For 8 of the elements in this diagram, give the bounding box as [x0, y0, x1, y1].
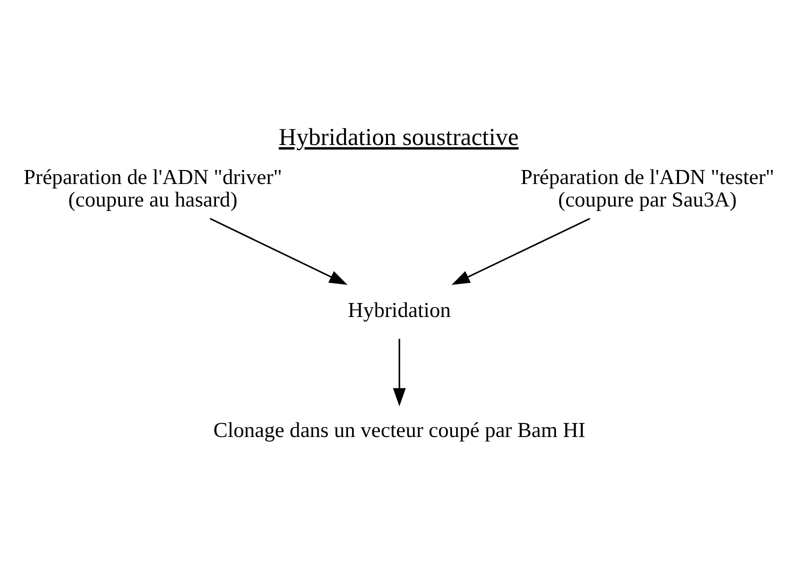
arrow — [452, 217, 590, 284]
arrow — [210, 217, 348, 284]
node-text: Hybridation — [348, 297, 451, 322]
node-text: Préparation de l'ADN "tester" (coupure par Sau3A) — [520, 164, 774, 212]
arrow — [392, 338, 406, 406]
node-text: Préparation de l'ADN "driver" (coupure au hasard) — [24, 164, 282, 212]
diagram-title: Hybridation soustractive — [278, 124, 519, 151]
node-text: Clonage dans un vecteur coupé par Bam HI — [213, 418, 586, 442]
